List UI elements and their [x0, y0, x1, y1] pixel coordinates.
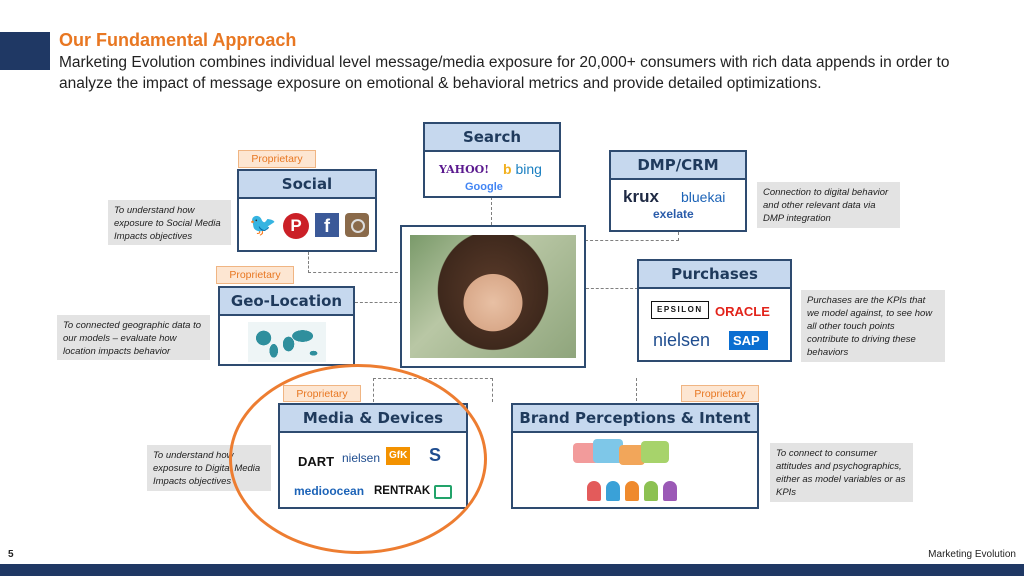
exelate-logo: exelate	[653, 207, 694, 221]
media-devices-box-title: Media & Devices	[280, 405, 466, 433]
brand-perceptions-note: To connect to consumer attitudes and psy…	[770, 443, 913, 502]
search-box[interactable]: Search YAHOO! b bing Google	[423, 122, 561, 198]
consumer-photo-frame	[400, 225, 586, 368]
rentrak-logo: RENTRAK	[374, 485, 431, 497]
search-box-title: Search	[425, 124, 559, 152]
brand-perceptions-box[interactable]: Brand Perceptions & Intent	[511, 403, 759, 509]
title-marker	[0, 32, 50, 70]
brand-perceptions-box-title: Brand Perceptions & Intent	[513, 405, 757, 433]
dart-logo: DART	[298, 454, 335, 469]
media-devices-box[interactable]: Media & Devices DART nielsen GfK S medio…	[278, 403, 468, 509]
oracle-logo: ORACLE	[715, 304, 770, 319]
connector-media	[373, 378, 493, 402]
social-proprietary-tag: Proprietary	[238, 150, 316, 168]
page-number: 5	[8, 549, 14, 560]
connector-social	[308, 252, 403, 273]
speech-bubbles-icon	[573, 439, 673, 475]
yahoo-logo: YAHOO!	[439, 163, 490, 176]
connector-geo	[355, 302, 402, 303]
sap-logo: SAP	[729, 331, 768, 350]
connector-search	[491, 197, 492, 225]
media-proprietary-tag: Proprietary	[283, 385, 361, 402]
scarborough-icon: S	[428, 445, 441, 465]
gfk-logo: GfK	[386, 447, 411, 465]
social-note: To understand how exposure to Social Med…	[108, 200, 231, 245]
media-devices-note: To understand how exposure to Digital Me…	[147, 445, 271, 491]
social-icons: 🐦 P f	[249, 213, 369, 239]
nielsen-logo: nielsen	[653, 330, 711, 350]
purchases-box[interactable]: Purchases EPSILON ORACLE nielsen SAP	[637, 259, 792, 362]
brand-proprietary-tag: Proprietary	[681, 385, 759, 402]
mediaocean-logo: medioocean	[294, 484, 365, 498]
social-box-title: Social	[239, 171, 375, 199]
bing-logo: b bing	[503, 162, 542, 176]
connector-purchases	[586, 288, 638, 289]
purchases-note: Purchases are the KPIs that we model aga…	[801, 290, 945, 362]
slide-description: Marketing Evolution combines individual …	[59, 54, 950, 92]
world-map-icon	[248, 322, 326, 362]
people-icons	[587, 481, 677, 501]
facebook-icon: f	[315, 213, 339, 237]
geo-location-box-title: Geo-Location	[220, 288, 353, 316]
bing-icon: b	[503, 161, 516, 177]
rentrak-icon	[434, 485, 452, 499]
dmp-crm-box-title: DMP/CRM	[611, 152, 745, 180]
krux-logo: krux	[623, 187, 659, 206]
footer-brand: Marketing Evolution	[928, 549, 1016, 560]
bluekai-logo: bluekai	[681, 189, 726, 205]
consumer-photo	[410, 235, 576, 358]
google-logo: Google	[465, 181, 503, 193]
geo-proprietary-tag: Proprietary	[216, 266, 294, 284]
dmp-crm-note: Connection to digital behavior and other…	[757, 182, 900, 228]
connector-brand	[491, 378, 637, 401]
connector-dmp	[585, 232, 679, 241]
dmp-crm-box[interactable]: DMP/CRM krux bluekai exelate	[609, 150, 747, 232]
nielsen-logo-media: nielsen	[342, 451, 381, 465]
footer-bar	[0, 564, 1024, 576]
twitter-icon: 🐦	[249, 212, 277, 237]
instagram-icon	[345, 213, 369, 237]
slide-title: Our Fundamental Approach	[59, 30, 297, 50]
geo-location-note: To connected geographic data to our mode…	[57, 315, 210, 360]
purchases-box-title: Purchases	[639, 261, 790, 289]
pinterest-icon: P	[283, 213, 309, 239]
bing-label: bing	[515, 161, 542, 177]
social-box[interactable]: Social 🐦 P f	[237, 169, 377, 252]
epsilon-logo: EPSILON	[651, 301, 709, 319]
geo-location-box[interactable]: Geo-Location	[218, 286, 355, 366]
